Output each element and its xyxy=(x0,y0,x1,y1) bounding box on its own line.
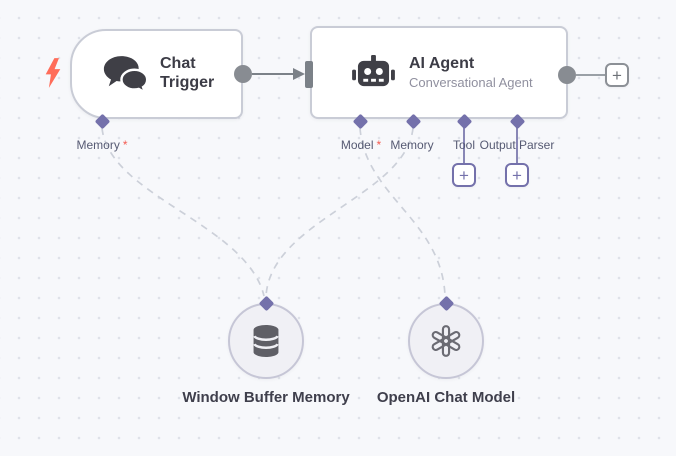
ai-agent-output-port[interactable] xyxy=(558,66,576,84)
openai-logo-icon xyxy=(431,325,461,357)
node-title: AI Agent xyxy=(409,54,475,72)
required-mark: * xyxy=(376,138,382,152)
node-openai-chat-model[interactable] xyxy=(408,303,484,379)
port-label-output-parser: Output Parser xyxy=(479,138,555,152)
chat-bubbles-icon xyxy=(103,56,149,94)
required-mark: * xyxy=(122,138,128,152)
connection-chat-trigger-memory-to-window-buffer[interactable] xyxy=(101,127,265,297)
connection-arrowhead-icon xyxy=(293,68,305,80)
plus-icon: + xyxy=(612,65,622,85)
lightning-bolt-icon xyxy=(45,58,61,88)
node-subtitle: Conversational Agent xyxy=(409,75,533,91)
node-label-openai-chat-model: OpenAI Chat Model xyxy=(376,389,516,406)
add-node-button-main[interactable]: + xyxy=(605,63,629,87)
connection-ai-agent-memory-to-window-buffer[interactable] xyxy=(265,127,414,297)
chat-trigger-output-port[interactable] xyxy=(234,65,252,83)
port-label-memory: Memory* xyxy=(76,138,128,152)
node-ai-agent[interactable]: AI Agent Conversational Agent xyxy=(310,26,568,119)
port-label-model: Model* xyxy=(340,138,382,152)
connection-ai-agent-model-to-openai[interactable] xyxy=(359,127,446,297)
port-label-tool: Tool xyxy=(452,138,476,152)
node-chat-trigger[interactable]: Chat Trigger xyxy=(70,29,243,119)
database-icon xyxy=(253,325,279,357)
plus-icon: + xyxy=(512,165,522,185)
node-label-window-buffer-memory: Window Buffer Memory xyxy=(182,389,350,406)
node-title: Chat Trigger xyxy=(160,55,215,91)
plus-icon: + xyxy=(459,165,469,185)
node-text-block: AI Agent Conversational Agent xyxy=(409,55,533,91)
add-output-parser-button[interactable]: + xyxy=(505,163,529,187)
ai-agent-input-port[interactable] xyxy=(305,61,313,88)
robot-icon xyxy=(352,55,395,87)
add-tool-button[interactable]: + xyxy=(452,163,476,187)
port-label-memory: Memory xyxy=(390,138,434,152)
node-window-buffer-memory[interactable] xyxy=(228,303,304,379)
